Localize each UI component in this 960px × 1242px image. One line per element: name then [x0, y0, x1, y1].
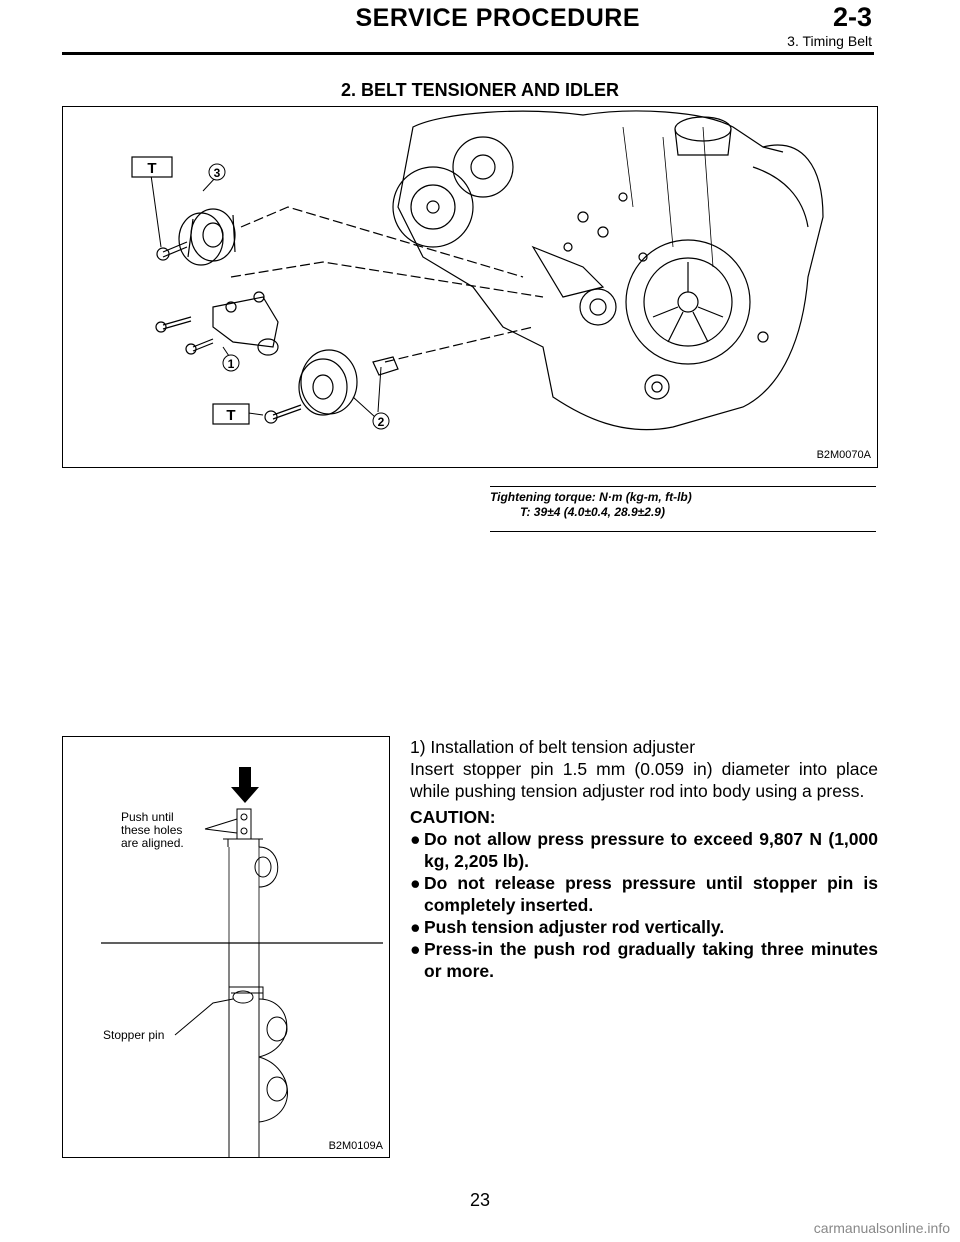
bullet-icon: ●: [410, 829, 421, 849]
caution-item: ●Do not release press pressure until sto…: [410, 873, 878, 915]
page-number: 23: [469, 1190, 491, 1210]
step-heading: 1) Installation of belt tension adjuster: [410, 737, 696, 757]
figure-tension-adjuster: Push until these holes are aligned. Stop…: [62, 736, 390, 1237]
label-these-holes: these holes: [121, 823, 182, 837]
bullet-icon: ●: [410, 917, 421, 937]
figure-id: B2M0109A: [328, 1140, 383, 1152]
torque-heading: Tightening torque: N·m (kg-m, ft-lb): [490, 490, 692, 504]
header-subtitle: 3. Timing Belt: [787, 33, 872, 49]
header-title: SERVICE PROCEDURE: [355, 4, 640, 32]
bullet-icon: ●: [410, 939, 421, 959]
callout-2: 2: [378, 415, 385, 429]
torque-spec-box: Tightening torque: N·m (kg-m, ft-lb) T: …: [490, 486, 876, 532]
label-push-until: Push until: [121, 810, 174, 824]
callout-t-bottom: T: [226, 407, 235, 424]
callout-1: 1: [228, 357, 235, 371]
watermark: carmanualsonline.info: [813, 1220, 950, 1236]
caution-label: CAUTION:: [410, 807, 496, 827]
caution-item: ●Push tension adjuster rod vertically.: [410, 917, 725, 937]
section-title: 2. BELT TENSIONER AND IDLER: [340, 80, 619, 100]
figure-id: B2M0070A: [816, 449, 871, 461]
figure-belt-tensioner-idler: T 3 1 2 T B2M0070A: [62, 106, 878, 468]
caution-item: ●Do not allow press pressure to exceed 9…: [410, 829, 878, 871]
caution-item: ●Press-in the push rod gradually taking …: [410, 939, 878, 981]
callout-3: 3: [214, 166, 221, 180]
label-stopper-pin: Stopper pin: [103, 1028, 164, 1042]
bullet-icon: ●: [410, 873, 421, 893]
tension-adjuster-illustration: Push until these holes are aligned. Stop…: [101, 767, 383, 1237]
procedure-text: 1) Installation of belt tension adjuster…: [410, 736, 878, 982]
callout-t-top: T: [147, 160, 156, 177]
torque-value: T: 39±4 (4.0±0.4, 28.9±2.9): [520, 505, 665, 519]
label-are-aligned: are aligned.: [121, 836, 184, 850]
step-text: Insert stopper pin 1.5 mm (0.059 in) dia…: [410, 759, 878, 801]
exploded-view-illustration: T 3 1 2 T: [131, 110, 824, 431]
header-rule: [62, 52, 874, 55]
section-number: 2-3: [832, 2, 872, 32]
